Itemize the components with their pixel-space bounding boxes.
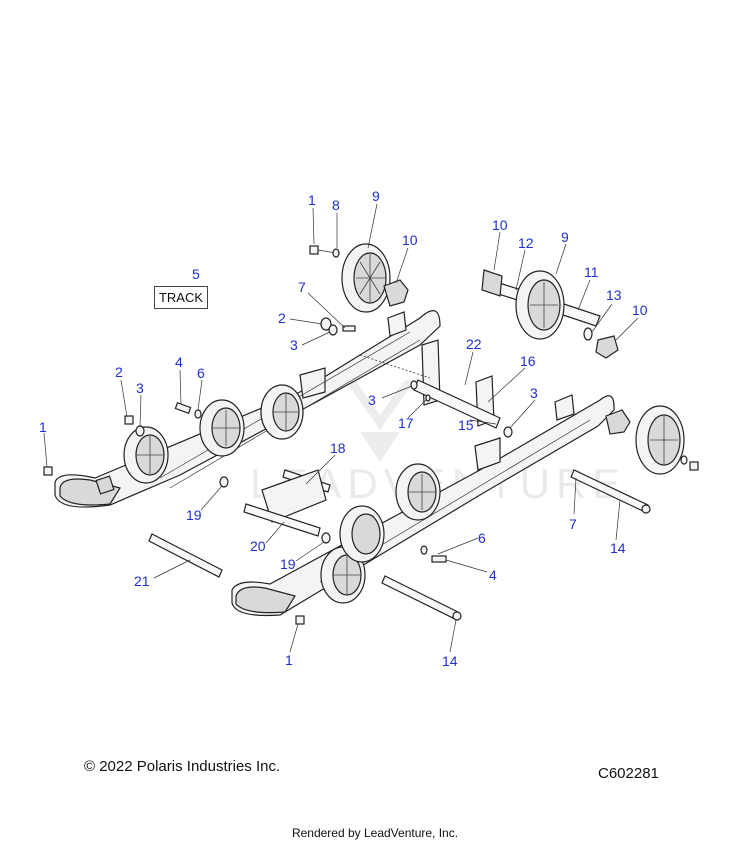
callout-2-top[interactable]: 2 <box>278 310 286 326</box>
callout-17[interactable]: 17 <box>398 415 414 431</box>
callout-22[interactable]: 22 <box>466 336 482 352</box>
front-rod <box>148 533 223 578</box>
callout-8[interactable]: 8 <box>332 197 340 213</box>
callout-labels: 1 8 9 10 10 12 9 11 13 10 5 7 2 3 22 16 … <box>39 188 648 669</box>
callout-19-left[interactable]: 19 <box>186 507 202 523</box>
callout-5[interactable]: 5 <box>192 266 200 282</box>
callout-4-top[interactable]: 4 <box>175 354 183 370</box>
callout-6-bottom[interactable]: 6 <box>478 530 486 546</box>
callout-3-right[interactable]: 3 <box>530 385 538 401</box>
upper-bolt-washer <box>309 245 340 258</box>
callout-19-bottom[interactable]: 19 <box>280 556 296 572</box>
rear-axle-assembly <box>481 269 619 359</box>
callout-1-left[interactable]: 1 <box>39 419 47 435</box>
callout-11[interactable]: 11 <box>584 264 599 280</box>
left-rail-wheel-rear <box>123 426 169 484</box>
upper-idler-wheel <box>341 243 391 313</box>
right-idler-wheel <box>605 405 699 475</box>
left-rail-wheel-front <box>260 384 304 440</box>
callout-leaders <box>43 203 639 653</box>
callout-4-bottom[interactable]: 4 <box>489 567 497 583</box>
callout-7-top[interactable]: 7 <box>298 279 306 295</box>
callout-12[interactable]: 12 <box>518 235 534 251</box>
callout-14-right[interactable]: 14 <box>610 540 626 556</box>
upper-wheel-bracket <box>383 279 409 307</box>
callout-2-left[interactable]: 2 <box>115 364 123 380</box>
right-rail-wheel-rear <box>320 546 366 604</box>
diagram-id: C602281 <box>598 765 659 782</box>
rendered-by-footer: Rendered by LeadVenture, Inc. <box>291 826 459 840</box>
rear-rod-upper <box>570 469 651 514</box>
right-rail-wheel-mid <box>339 505 385 563</box>
torque-arm-assembly <box>243 469 331 537</box>
callout-20[interactable]: 20 <box>250 538 266 554</box>
callout-18[interactable]: 18 <box>330 440 346 456</box>
left-rail-wheel-mid <box>199 399 245 457</box>
callout-3-center[interactable]: 3 <box>368 392 376 408</box>
callout-3-top[interactable]: 3 <box>290 337 298 353</box>
callout-10-right[interactable]: 10 <box>632 302 648 318</box>
callout-1-top[interactable]: 1 <box>308 192 316 208</box>
callout-7-bottom[interactable]: 7 <box>569 516 577 532</box>
callout-10-axle[interactable]: 10 <box>492 217 508 233</box>
callout-16[interactable]: 16 <box>520 353 536 369</box>
copyright-text: © 2022 Polaris Industries Inc. <box>84 758 281 775</box>
callout-6-top[interactable]: 6 <box>197 365 205 381</box>
callout-14-bottom[interactable]: 14 <box>442 653 458 669</box>
callout-15[interactable]: 15 <box>458 417 474 433</box>
hardware-bolts <box>43 317 513 625</box>
callout-9-top[interactable]: 9 <box>372 188 380 204</box>
callout-21[interactable]: 21 <box>134 573 150 589</box>
callout-1-bottom[interactable]: 1 <box>285 652 293 668</box>
track-label-box[interactable]: TRACK <box>154 286 208 309</box>
callout-9-axle[interactable]: 9 <box>561 229 569 245</box>
right-rail-wheel-front <box>395 463 441 521</box>
callout-3-left[interactable]: 3 <box>136 380 144 396</box>
center-shaft-assembly <box>359 339 501 429</box>
callout-10-top[interactable]: 10 <box>402 232 418 248</box>
callout-13[interactable]: 13 <box>606 287 622 303</box>
rear-rod-lower <box>381 575 462 621</box>
